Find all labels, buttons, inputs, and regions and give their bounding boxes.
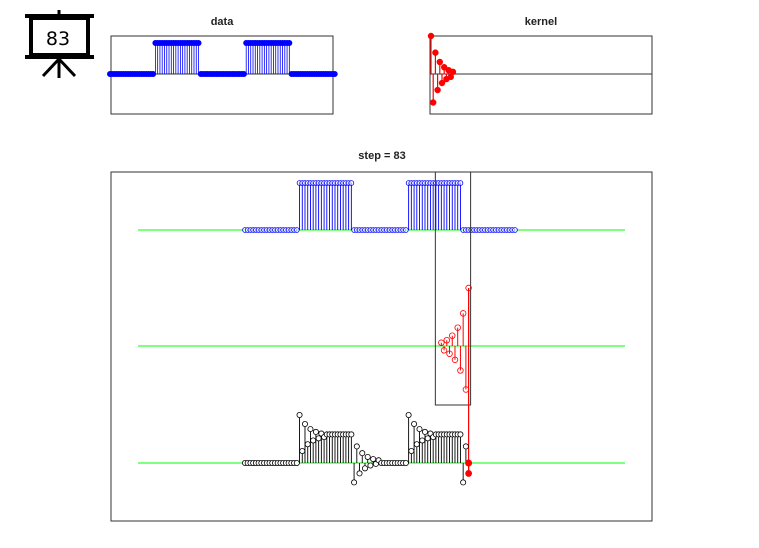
- flipped-kernel-point-marker: [451, 356, 459, 363]
- kernel-point-marker: [436, 58, 443, 66]
- output-point-marker: [402, 459, 409, 466]
- output-point-marker: [293, 459, 300, 466]
- output-point-marker: [413, 441, 420, 448]
- output-point-marker: [301, 420, 308, 427]
- kernel-window: [434, 171, 472, 406]
- kernel-title: kernel: [525, 16, 557, 28]
- output-point-marker: [462, 443, 469, 450]
- output-point-marker: [457, 431, 464, 438]
- output-point-marker: [299, 447, 306, 454]
- output-point-marker: [421, 428, 428, 435]
- output-point-marker: [370, 456, 377, 463]
- output-point-marker: [424, 435, 431, 442]
- output-point-marker: [351, 479, 358, 486]
- flipped-kernel-point-marker: [454, 324, 461, 331]
- output-point-marker: [460, 479, 467, 486]
- kernel-point-marker: [427, 32, 435, 40]
- output-point-marker: [296, 411, 303, 418]
- flipped-kernel-point-marker: [446, 350, 453, 357]
- output-point-marker: [353, 443, 360, 450]
- flipped-kernel-point-marker: [443, 336, 450, 344]
- output-point-marker: [307, 426, 314, 433]
- data-track-point-marker: [457, 180, 464, 186]
- output-point-marker: [367, 462, 374, 469]
- data-track-point-marker: [294, 227, 300, 233]
- current-output-point-marker: [465, 470, 473, 477]
- output-point-marker: [312, 428, 319, 435]
- flipped-kernel-point-marker: [440, 347, 448, 354]
- output-point-marker: [405, 411, 412, 418]
- data-point-marker: [240, 71, 247, 78]
- step-badge-value: 83: [46, 28, 70, 50]
- data-track-point-marker: [348, 180, 355, 186]
- data-track-point-marker: [403, 227, 409, 233]
- projector-screen-icon: [25, 10, 94, 78]
- kernel-point-marker: [438, 79, 446, 87]
- main-title: step = 83: [358, 150, 405, 162]
- kernel-point-marker: [441, 64, 448, 71]
- data-title: data: [211, 16, 235, 28]
- flipped-kernel-point-marker: [449, 332, 456, 339]
- output-point-marker: [304, 441, 311, 448]
- output-point-marker: [408, 447, 415, 454]
- output-point-marker: [416, 426, 423, 433]
- flipped-kernel-point-marker: [459, 310, 467, 317]
- output-point-marker: [348, 431, 355, 438]
- kernel-point-marker: [430, 99, 437, 106]
- data-track-point-marker: [512, 227, 518, 233]
- flipped-kernel-point-marker: [457, 367, 464, 374]
- kernel-point-marker: [432, 49, 439, 56]
- kernel-point-marker: [434, 86, 441, 94]
- output-point-marker: [359, 450, 366, 457]
- flipped-kernel-point-marker: [438, 339, 445, 346]
- output-point-marker: [356, 470, 363, 477]
- output-point-marker: [411, 420, 418, 427]
- output-point-marker: [419, 437, 426, 444]
- kernel-axes: [429, 35, 653, 115]
- output-point-marker: [361, 465, 368, 472]
- data-point-marker: [331, 71, 338, 78]
- data-point-marker: [195, 40, 202, 47]
- output-point-marker: [364, 453, 371, 460]
- kernel-point-marker: [449, 68, 457, 76]
- output-point-marker: [315, 435, 322, 442]
- data-point-marker: [286, 40, 293, 47]
- data-point-marker: [150, 71, 157, 78]
- output-point-marker: [310, 437, 317, 444]
